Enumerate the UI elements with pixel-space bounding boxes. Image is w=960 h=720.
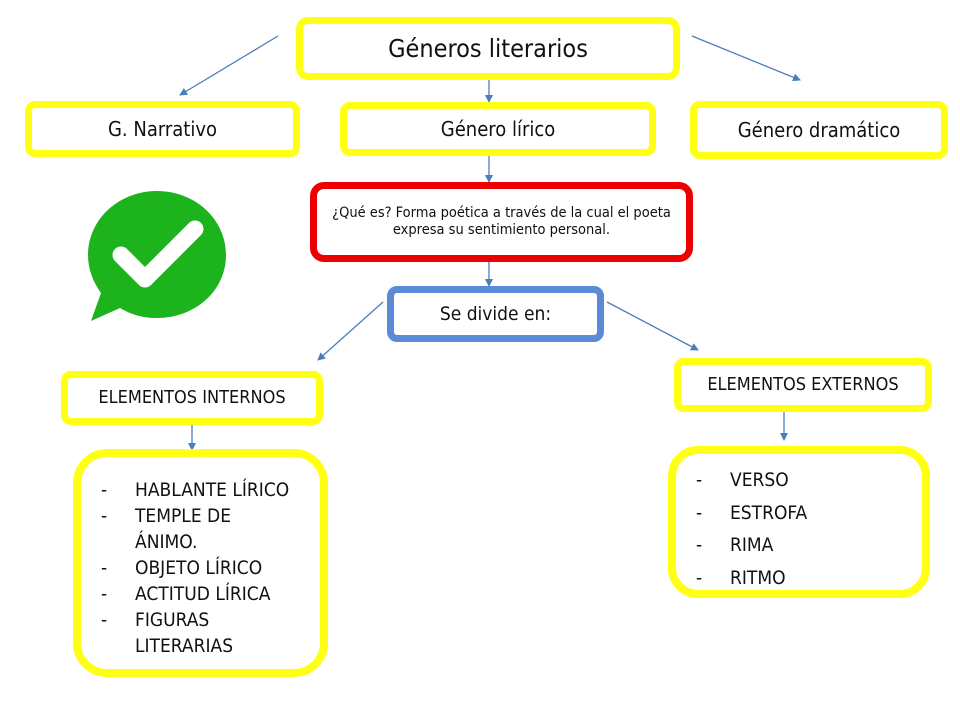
divide-label: Se divide en: <box>439 302 552 325</box>
list-item: -VERSO <box>696 469 789 491</box>
list-item: -ESTROFA <box>696 501 808 524</box>
internos-list: -HABLANTE LÍRICO -TEMPLE DE ÁNIMO. -OBJE… <box>101 477 291 659</box>
list-item: -FIGURAS LITERARIAS <box>101 609 234 658</box>
arrow-root-to-narrativo <box>179 35 279 96</box>
list-item: -HABLANTE LÍRICO <box>101 479 290 501</box>
arrow-root-to-dramatico <box>691 35 801 82</box>
definition-text: ¿Qué es? Forma poética a través de la cu… <box>332 204 671 238</box>
definition-node: ¿Qué es? Forma poética a través de la cu… <box>310 182 693 262</box>
internos-list-node: -HABLANTE LÍRICO -TEMPLE DE ÁNIMO. -OBJE… <box>73 449 328 677</box>
genre-lirico-node: Género lírico <box>340 102 656 156</box>
check-bubble-icon <box>88 191 226 321</box>
arrow-divide-to-internos <box>317 301 384 361</box>
externos-title: ELEMENTOS EXTERNOS <box>707 374 899 396</box>
externos-list: -VERSO -ESTROFA -RIMA -RITMO <box>696 464 896 595</box>
genre-dramatico-label: Género dramático <box>737 118 901 142</box>
genre-narrativo-node: G. Narrativo <box>25 101 300 157</box>
root-node: Géneros literarios <box>296 17 680 80</box>
list-item: -ACTITUD LÍRICA <box>101 583 271 606</box>
genre-narrativo-label: G. Narrativo <box>107 117 217 141</box>
list-item: -RITMO <box>696 567 786 590</box>
root-label: Géneros literarios <box>388 33 588 63</box>
externos-title-node: ELEMENTOS EXTERNOS <box>674 358 932 412</box>
genre-dramatico-node: Género dramático <box>690 101 948 159</box>
divide-node: Se divide en: <box>387 286 604 342</box>
list-item: -RIMA <box>696 534 774 557</box>
genre-lirico-label: Género lírico <box>440 117 556 141</box>
list-item: -OBJETO LÍRICO <box>101 557 263 580</box>
internos-title: ELEMENTOS INTERNOS <box>98 387 286 409</box>
arrow-divide-to-externos <box>606 301 699 351</box>
externos-list-node: -VERSO -ESTROFA -RIMA -RITMO <box>668 446 930 598</box>
list-item: -TEMPLE DE ÁNIMO. <box>101 505 232 554</box>
internos-title-node: ELEMENTOS INTERNOS <box>61 371 323 425</box>
